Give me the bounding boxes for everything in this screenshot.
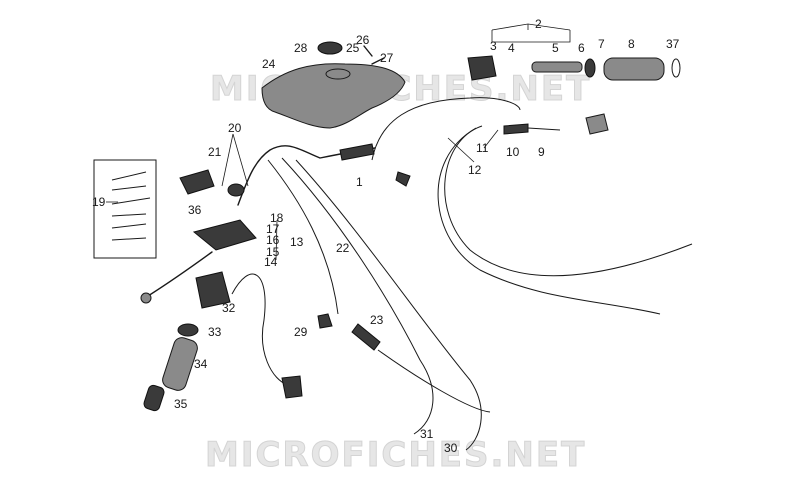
throttle-cable-a (444, 125, 693, 277)
left-grip (162, 337, 198, 391)
left-switch (195, 271, 231, 309)
callout-7: 7 (598, 37, 605, 51)
callout-4: 4 (508, 41, 515, 55)
throttle-cable-b (437, 127, 661, 315)
callout-14: 14 (264, 255, 278, 269)
throttle-tube (531, 61, 583, 73)
callout-12: 12 (468, 163, 482, 177)
cable-23-tail (377, 349, 491, 413)
left-grip-end (143, 384, 165, 412)
callout-34: 34 (194, 357, 208, 371)
callout-8: 8 (628, 37, 635, 51)
callout-19: 19 (92, 195, 106, 209)
throttle-housing (467, 55, 497, 81)
left-lever-body (192, 219, 257, 251)
callout-9: 9 (538, 145, 545, 159)
callout-29: 29 (294, 325, 308, 339)
callout-16: 16 (266, 233, 280, 247)
callout-31: 31 (420, 427, 434, 441)
switch-wire-left (231, 273, 291, 387)
cover-screw (371, 57, 385, 65)
part-29 (317, 313, 333, 329)
master-cylinder (179, 169, 215, 195)
callout-labels: 1 2 3 4 5 6 7 8 9 10 11 12 13 14 15 16 1… (92, 17, 680, 455)
switch-wire-right (371, 97, 521, 161)
callout-35: 35 (174, 397, 188, 411)
callout-27: 27 (380, 51, 394, 65)
lever-ball-end (140, 292, 152, 304)
left-lever-arm (147, 251, 213, 297)
cover-cap (317, 41, 343, 55)
callout-20: 20 (228, 121, 242, 135)
right-grip (603, 57, 665, 81)
grip-end (671, 58, 681, 78)
lever-parts-box (93, 159, 157, 259)
callout-26: 26 (356, 33, 370, 47)
cable-end-9 (527, 127, 561, 131)
cable-long-1 (281, 157, 434, 435)
callout-10: 10 (506, 145, 520, 159)
throttle-ring (584, 58, 596, 78)
handlebar-right-grip-area (339, 143, 375, 161)
left-connector (281, 375, 303, 399)
throttle-clip (585, 113, 609, 135)
callout-18: 18 (270, 211, 284, 225)
callout-17: 17 (266, 222, 280, 236)
box-parts (111, 171, 151, 241)
cable-long-2 (295, 159, 482, 451)
callout-21: 21 (208, 145, 222, 159)
callout-24: 24 (262, 57, 276, 71)
cover-bolt (363, 45, 373, 57)
callout-25: 25 (346, 41, 360, 55)
cable-adjuster (503, 123, 529, 135)
callout-3: 3 (490, 39, 497, 53)
cable-22 (267, 159, 339, 315)
callout-22: 22 (336, 241, 350, 255)
grip-ring-33 (177, 323, 199, 337)
callout-15: 15 (266, 245, 280, 259)
callout-23: 23 (370, 313, 384, 327)
wire-connector (395, 171, 411, 187)
cable-23 (351, 323, 381, 351)
callout-13: 13 (290, 235, 304, 249)
callout-32: 32 (222, 301, 236, 315)
callout-33: 33 (208, 325, 222, 339)
callout-11: 11 (476, 141, 489, 155)
callout-2: 2 (535, 17, 542, 31)
leader-lines (106, 23, 571, 261)
callout-28: 28 (294, 41, 308, 55)
choke-cable-end (227, 183, 245, 197)
watermark-bottom: MICROFICHES.NET (205, 435, 586, 475)
callout-6: 6 (578, 41, 585, 55)
cover-grommet (325, 68, 351, 80)
callout-5: 5 (552, 41, 559, 55)
callout-37: 37 (666, 37, 680, 51)
callout-30: 30 (444, 441, 458, 455)
callout-1: 1 (356, 175, 363, 189)
handlebar-cover (261, 63, 406, 129)
callout-36: 36 (188, 203, 202, 217)
